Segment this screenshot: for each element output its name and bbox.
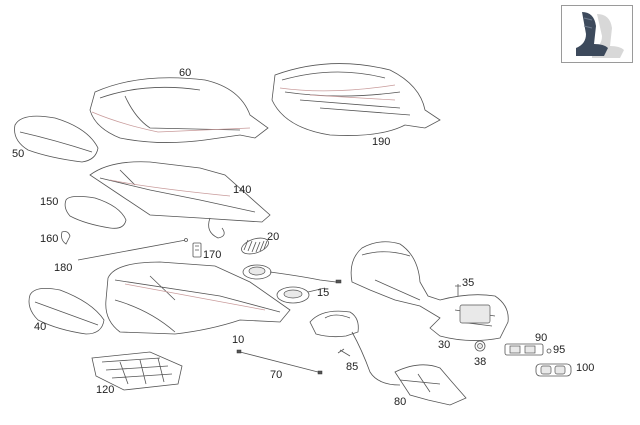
part-150-cushion[interactable] <box>64 196 127 229</box>
label-150[interactable]: 150 <box>40 196 59 208</box>
label-50[interactable]: 50 <box>12 148 25 160</box>
part-180-rod[interactable] <box>77 238 188 261</box>
part-140-padding[interactable] <box>89 161 271 223</box>
label-70[interactable]: 70 <box>270 369 283 381</box>
part-90-switch[interactable] <box>504 343 544 356</box>
label-100[interactable]: 100 <box>576 362 595 374</box>
label-10[interactable]: 10 <box>232 334 245 346</box>
label-20[interactable]: 20 <box>267 231 280 243</box>
part-70-cable[interactable] <box>236 349 323 375</box>
label-90[interactable]: 90 <box>535 332 548 344</box>
label-190[interactable]: 190 <box>372 136 391 148</box>
label-180[interactable]: 180 <box>54 262 73 274</box>
part-80-cable-release[interactable] <box>351 331 467 406</box>
wire-harness <box>208 217 225 239</box>
part-40-bolster[interactable] <box>28 287 105 335</box>
part-160-clip[interactable] <box>61 231 71 245</box>
part-30-side-frame[interactable] <box>350 241 509 341</box>
label-15[interactable]: 15 <box>317 287 330 299</box>
part-10-seat-base[interactable] <box>105 261 291 335</box>
label-120[interactable]: 120 <box>96 384 115 396</box>
label-160[interactable]: 160 <box>40 233 59 245</box>
part-120-seat-plate[interactable] <box>91 351 183 391</box>
part-50-bolster[interactable] <box>14 115 99 163</box>
label-140[interactable]: 140 <box>233 184 252 196</box>
part-100-trim[interactable] <box>535 363 572 377</box>
seat-thumbnail-icon <box>576 12 624 58</box>
label-30[interactable]: 30 <box>438 339 451 351</box>
part-20-grille[interactable] <box>240 235 271 257</box>
label-40[interactable]: 40 <box>34 321 47 333</box>
label-38[interactable]: 38 <box>474 356 487 368</box>
part-190-quilted-cover[interactable] <box>271 63 441 136</box>
part-15-fans[interactable] <box>242 264 342 304</box>
part-170-connector[interactable] <box>192 242 202 258</box>
label-35[interactable]: 35 <box>462 277 475 289</box>
label-85[interactable]: 85 <box>346 361 359 373</box>
label-95[interactable]: 95 <box>553 344 566 356</box>
seat-thumbnail[interactable] <box>561 5 633 63</box>
part-38-knob[interactable] <box>474 340 486 352</box>
part-35-screw[interactable] <box>455 284 461 296</box>
part-95-screw[interactable] <box>546 348 552 354</box>
lever-handle[interactable] <box>309 310 359 338</box>
label-60[interactable]: 60 <box>179 67 192 79</box>
part-85-bolt[interactable] <box>337 348 351 357</box>
part-60-seat-cover[interactable] <box>89 77 269 143</box>
label-80[interactable]: 80 <box>394 396 407 408</box>
label-170[interactable]: 170 <box>203 249 222 261</box>
